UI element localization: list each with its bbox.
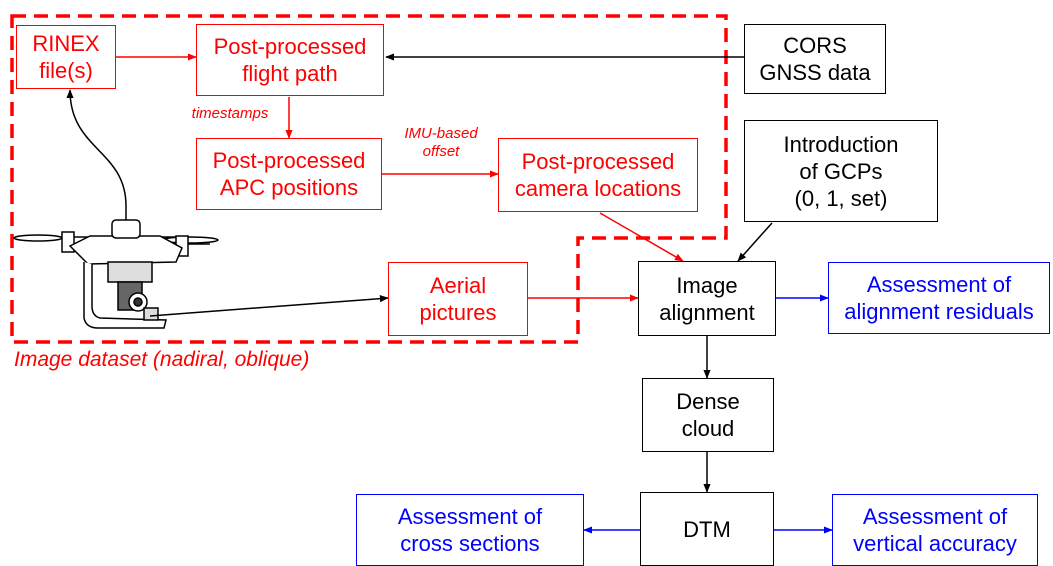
arrow-drone-to-aerial [149,295,389,317]
cors-box: CORS GNSS data [744,24,886,94]
arrow-gcps-to-alignment [737,222,773,262]
rinex-line-1: RINEX [32,31,100,56]
dense-line-1: Dense [676,389,740,414]
apc-box: Post-processed APC positions [196,138,382,210]
alignment-line-1: Image [676,272,738,298]
gcps-line-1: Introduction [783,131,899,157]
arrow-camera-to-alignment [599,212,684,262]
camera-locations-line-2: camera locations [514,176,682,201]
rinex-line-2: file(s) [39,58,93,83]
aerial-line-1: Aerial [429,273,487,298]
image-dataset-caption: Image dataset (nadiral, oblique) [14,348,310,371]
assessment-cross-sections-box: Assessment of cross sections [356,494,584,566]
apc-line-1: Post-processed [212,148,366,173]
aerial-pictures-box: Aerial pictures [388,262,528,336]
imu-offset-line-1: IMU-based [404,125,478,142]
alignment-line-2: alignment [659,299,755,325]
imu-offset-line-2: offset [422,143,460,160]
camera-locations-box: Post-processed camera locations [498,138,698,212]
cors-line-2: GNSS data [759,60,871,85]
timestamps-label: timestamps [191,105,269,122]
dense-cloud-box: Dense cloud [642,378,774,452]
assess-alignment-line-1: Assessment of [866,272,1012,297]
cors-line-1: CORS [783,33,847,58]
dtm-line-1: DTM [683,516,731,542]
arrow-drone-to-rinex [66,89,127,207]
flight-path-line-2: flight path [242,61,338,86]
dense-line-2: cloud [681,416,735,441]
image-alignment-box: Image alignment [638,261,776,336]
dtm-box: DTM [640,492,774,566]
aerial-line-2: pictures [419,300,497,325]
apc-line-2: APC positions [219,175,359,200]
flight-path-line-1: Post-processed [213,34,367,59]
assessment-alignment-box: Assessment of alignment residuals [828,262,1050,334]
drone-icon [13,206,219,329]
assessment-vertical-accuracy-box: Assessment of vertical accuracy [832,494,1038,566]
assess-alignment-line-2: alignment residuals [844,299,1034,324]
gcps-line-3: (0, 1, set) [794,185,888,211]
assess-vertical-line-1: Assessment of [862,504,1008,529]
assess-vertical-line-2: vertical accuracy [853,531,1017,556]
gcps-line-2: of GCPs [799,158,883,184]
gcps-box: Introduction of GCPs (0, 1, set) [744,120,938,222]
image-dataset-boundary [10,14,728,344]
camera-locations-line-1: Post-processed [521,149,675,174]
assess-cross-line-2: cross sections [400,531,540,556]
assess-cross-line-1: Assessment of [397,504,543,529]
imu-offset-label: IMU-based offset [386,125,496,161]
rinex-box: RINEX file(s) [16,25,116,89]
flight-path-box: Post-processed flight path [196,24,384,96]
